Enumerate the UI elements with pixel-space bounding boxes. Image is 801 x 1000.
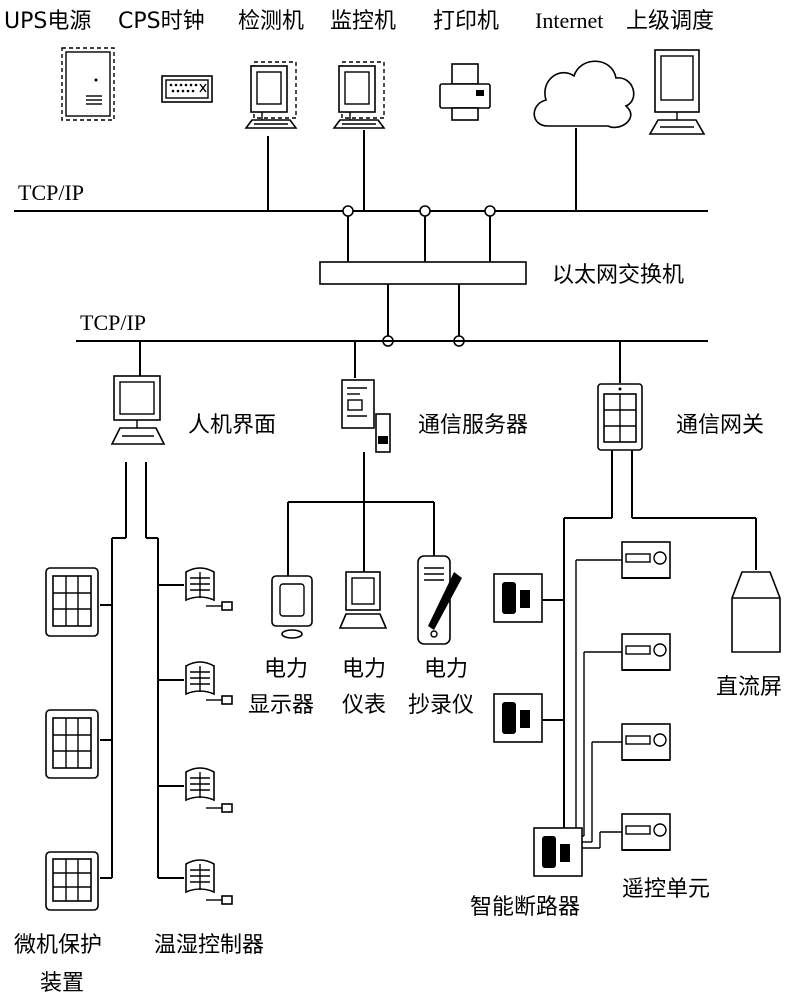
label-internet: Internet [535, 8, 603, 33]
breaker-icon [493, 693, 543, 743]
ups-icon [61, 47, 115, 121]
ethernet-switch [319, 261, 527, 285]
printer-icon [439, 63, 491, 121]
power-meter-label-line2: 仪表 [342, 693, 386, 718]
tcpip-lower-label: TCP/IP [80, 310, 146, 335]
server-branch-lines [287, 452, 435, 576]
protection-label-line2: 装置 [40, 971, 84, 996]
power-meter-label-line1: 电力 [342, 657, 386, 682]
power-meter-icon [338, 571, 388, 629]
gateway-icon [597, 383, 643, 451]
dc-screen-icon [731, 571, 781, 653]
gateway-label: 通信网关 [676, 413, 764, 438]
protection-unit-icon [45, 567, 99, 637]
humidity-controller-icon [185, 767, 233, 813]
power-recorder-icon [417, 555, 462, 645]
gateway-branch-lines [542, 450, 757, 849]
label-cps: CPS时钟 [118, 9, 205, 34]
label-dispatch: 上级调度 [626, 9, 714, 34]
switch-label: 以太网交换机 [552, 263, 684, 288]
label-ups: UPS电源 [4, 9, 91, 34]
humidity-label: 温湿控制器 [154, 933, 264, 958]
power-display-label-line2: 显示器 [248, 693, 314, 718]
power-display-label-line1: 电力 [264, 657, 308, 682]
power-display-icon [271, 575, 313, 639]
remote-unit-icon [621, 541, 671, 579]
upper-switch-links [342, 205, 496, 262]
cloud-icon [533, 60, 635, 129]
breaker-icon [533, 827, 583, 877]
label-monitor: 监控机 [330, 9, 396, 34]
remote-unit-icon [621, 813, 671, 851]
remote-unit-icon [621, 633, 671, 671]
hmi-branch-lines [100, 462, 184, 879]
dispatch-computer-icon [648, 49, 706, 135]
comm-server-label: 通信服务器 [418, 413, 528, 438]
protection-unit-icon [45, 709, 99, 779]
power-recorder-label-line1: 电力 [424, 657, 468, 682]
cps-clock-icon [161, 75, 213, 103]
breaker-label: 智能断路器 [470, 895, 580, 920]
power-recorder-label-line2: 抄录仪 [408, 693, 474, 718]
humidity-controller-icon [185, 859, 233, 905]
protection-label-line1: 微机保护 [14, 933, 102, 958]
tcpip-upper-label: TCP/IP [18, 180, 84, 205]
remote-unit-icon [621, 723, 671, 761]
breaker-icon [493, 573, 543, 623]
humidity-controller-icon [185, 567, 233, 611]
hmi-computer-icon [110, 375, 166, 445]
lower-switch-links [382, 284, 465, 347]
detector-computer-icon [244, 61, 298, 129]
remote-unit-label: 遥控单元 [622, 877, 710, 902]
label-detector: 检测机 [238, 9, 304, 34]
protection-unit-icon [45, 851, 99, 911]
comm-server-icon [341, 379, 391, 453]
label-printer: 打印机 [433, 9, 499, 34]
monitor-computer-icon [332, 61, 386, 129]
hmi-label: 人机界面 [188, 413, 276, 438]
dc-screen-label: 直流屏 [716, 675, 782, 700]
humidity-controller-icon [185, 661, 233, 705]
